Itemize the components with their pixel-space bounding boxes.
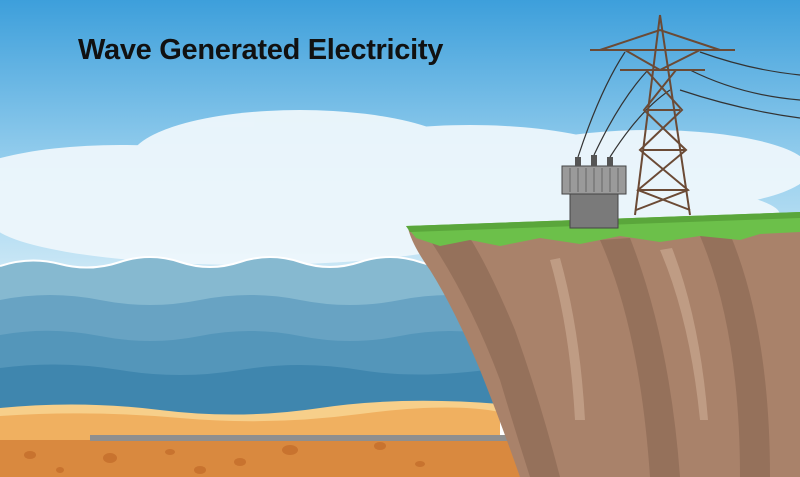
dirt (0, 440, 520, 477)
sea (0, 256, 500, 420)
seabed-cable-pipe (90, 435, 510, 441)
page-title: Wave Generated Electricity (78, 34, 444, 66)
transmission-tower (590, 14, 735, 216)
power-lines (577, 51, 800, 158)
transformer (561, 155, 627, 229)
dirt-pebbles (24, 442, 425, 474)
cliff-shading (430, 234, 770, 477)
